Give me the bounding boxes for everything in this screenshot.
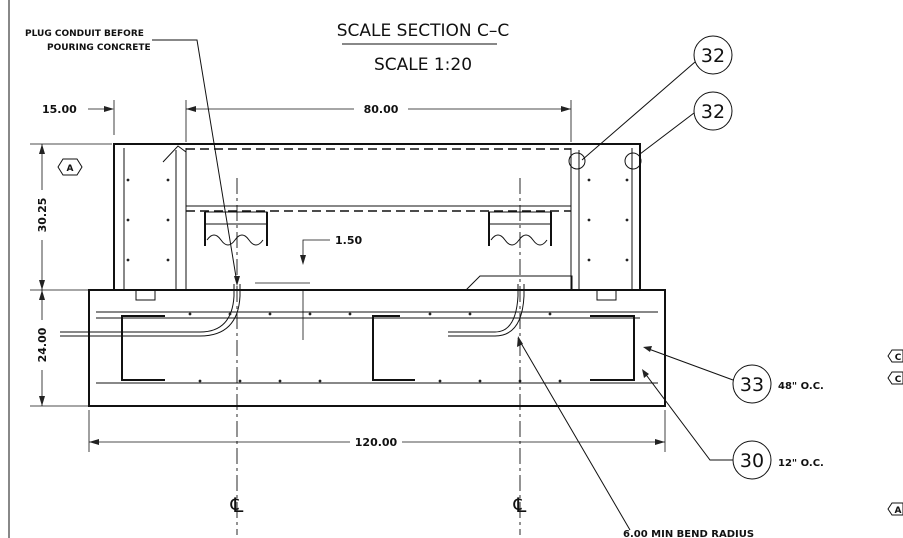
- stirrup-left: [121, 315, 165, 381]
- callout-33-spacing: 48" O.C.: [778, 381, 824, 392]
- callout-32-top-number: 32: [701, 45, 725, 67]
- dim-30-arrow-b: [39, 280, 45, 290]
- section-title: SCALE SECTION C–C: [337, 21, 509, 41]
- tag-c-lower: C: [887, 371, 903, 385]
- base-notch-right: [596, 290, 617, 301]
- dim-left-offset: 15.00: [42, 103, 77, 116]
- leader-bend-arrow: [517, 336, 523, 347]
- callout-33-arrow: [643, 346, 652, 352]
- note-plug-line1: PLUG CONDUIT BEFORE: [25, 29, 144, 39]
- dim-80-arrow-a: [186, 106, 196, 112]
- dim-150-leader: [302, 239, 330, 255]
- callout-33-bubble: [732, 364, 772, 404]
- base-slab: [88, 289, 666, 407]
- svg-text:C: C: [895, 353, 902, 363]
- conduit-right: [448, 284, 525, 337]
- svg-text:C: C: [895, 375, 902, 385]
- dim-15-arrow: [104, 106, 114, 112]
- callout-32-top-bubble: [693, 35, 733, 75]
- dim-120-arrow-a: [89, 439, 99, 445]
- centerline-symbol-right: ℄: [513, 493, 527, 517]
- bolt-far-right: [624, 152, 642, 170]
- bolt-right-top: [568, 152, 586, 170]
- dim-120-arrow-b: [655, 439, 665, 445]
- callout-30-arrow: [642, 369, 649, 378]
- hanger-left: [204, 211, 268, 246]
- conduit-left: [60, 284, 241, 337]
- svg-text:A: A: [67, 164, 74, 174]
- callout-30-leader: [643, 371, 733, 461]
- base-notch-left: [135, 290, 156, 301]
- dim-150-arrow: [300, 255, 306, 265]
- callout-30-number: 30: [740, 450, 764, 472]
- dim-upper-height: 30.25: [36, 198, 49, 233]
- dim-top-width: 80.00: [364, 103, 399, 116]
- tag-c-upper: C: [887, 349, 903, 363]
- dim-24-arrow-a: [39, 290, 45, 300]
- leader-bend: [517, 337, 631, 531]
- section-scale: SCALE 1:20: [374, 55, 472, 75]
- tag-a-right: A: [887, 502, 903, 516]
- callout-32-mid-bubble: [693, 91, 733, 131]
- svg-text:A: A: [895, 506, 902, 516]
- note-bend: 6.00 MIN BEND RADIUS: [623, 529, 754, 538]
- stirrup-right: [590, 315, 635, 381]
- note-plug-line2: POURING CONCRETE: [47, 43, 151, 53]
- dim-base-width: 120.00: [355, 436, 398, 449]
- dim-24-arrow-b: [39, 396, 45, 406]
- dim-30-arrow-a: [39, 144, 45, 154]
- upper-wall-outline: [113, 143, 641, 290]
- dim-80-arrow-b: [561, 106, 571, 112]
- callout-33-number: 33: [740, 374, 764, 396]
- leader-plug: [152, 39, 238, 284]
- hook-left-top: [162, 145, 187, 163]
- stirrup-mid: [372, 315, 415, 381]
- dim-base-height: 24.00: [36, 327, 49, 362]
- callout-32-mid-number: 32: [701, 101, 725, 123]
- callout-33-leader: [645, 347, 734, 381]
- callout-32-mid-leader: [639, 112, 695, 155]
- dim-cover: 1.50: [335, 234, 362, 247]
- conduit-pad: [464, 275, 573, 291]
- rebar-dots: [126, 178, 629, 383]
- tag-a-left: A: [57, 158, 83, 176]
- callout-32-top-leader: [581, 61, 696, 161]
- centerline-symbol-left: ℄: [230, 493, 244, 517]
- callout-30-spacing: 12" O.C.: [778, 458, 824, 469]
